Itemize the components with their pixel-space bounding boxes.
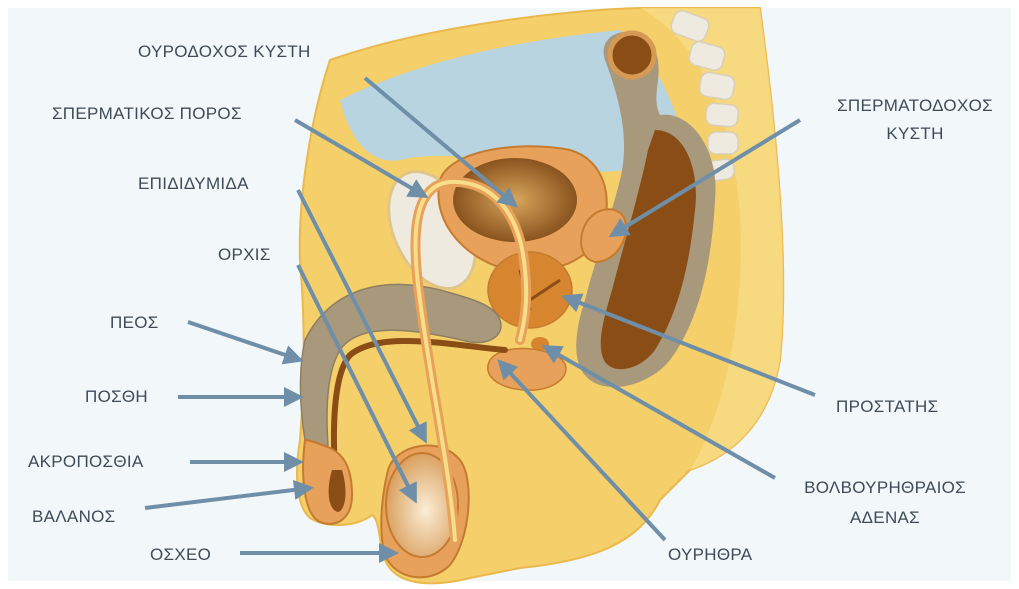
label-seminal-vesicle-line2: ΚΥΣΤΗ xyxy=(820,124,1010,144)
colon-loop xyxy=(610,33,654,77)
label-epididymis: ΕΠΙΔΙΔΥΜΙΔΑ xyxy=(138,174,249,194)
label-seminal-vesicle: ΣΠΕΡΜΑΤΟΔΟΧΟΣ ΚΥΣΤΗ xyxy=(820,96,1010,144)
label-seminal-vesicle-line1: ΣΠΕΡΜΑΤΟΔΟΧΟΣ xyxy=(820,96,1010,116)
label-penis: ΠΕΟΣ xyxy=(110,313,159,333)
label-foreskin: ΠΟΣΘΗ xyxy=(85,387,148,407)
label-scrotum: ΟΣΧΕΟ xyxy=(150,545,211,565)
label-urethra: ΟΥΡΗΘΡΑ xyxy=(668,545,752,565)
label-bulbourethral: ΒΟΛΒΟΥΡΗΘΡΑΙΟΣ ΑΔΕΝΑΣ xyxy=(790,478,980,528)
label-testis: ΟΡΧΙΣ xyxy=(218,245,271,265)
label-glans: ΒΑΛΑΝΟΣ xyxy=(32,507,115,527)
label-prepuce-tip: ΑΚΡΟΠΟΣΘΙΑ xyxy=(28,452,144,472)
glans-tip xyxy=(329,470,346,512)
label-prostate: ΠΡΟΣΤΑΤΗΣ xyxy=(836,397,938,417)
penile-bulb xyxy=(488,348,566,390)
label-vas-deferens: ΣΠΕΡΜΑΤΙΚΟΣ ΠΟΡΟΣ xyxy=(52,104,242,124)
label-bulbourethral-line2: ΑΔΕΝΑΣ xyxy=(790,508,980,528)
label-bulbourethral-line1: ΒΟΛΒΟΥΡΗΘΡΑΙΟΣ xyxy=(790,478,980,498)
label-urinary-bladder: ΟΥΡΟΔΟΧΟΣ ΚΥΣΤΗ xyxy=(138,42,311,62)
